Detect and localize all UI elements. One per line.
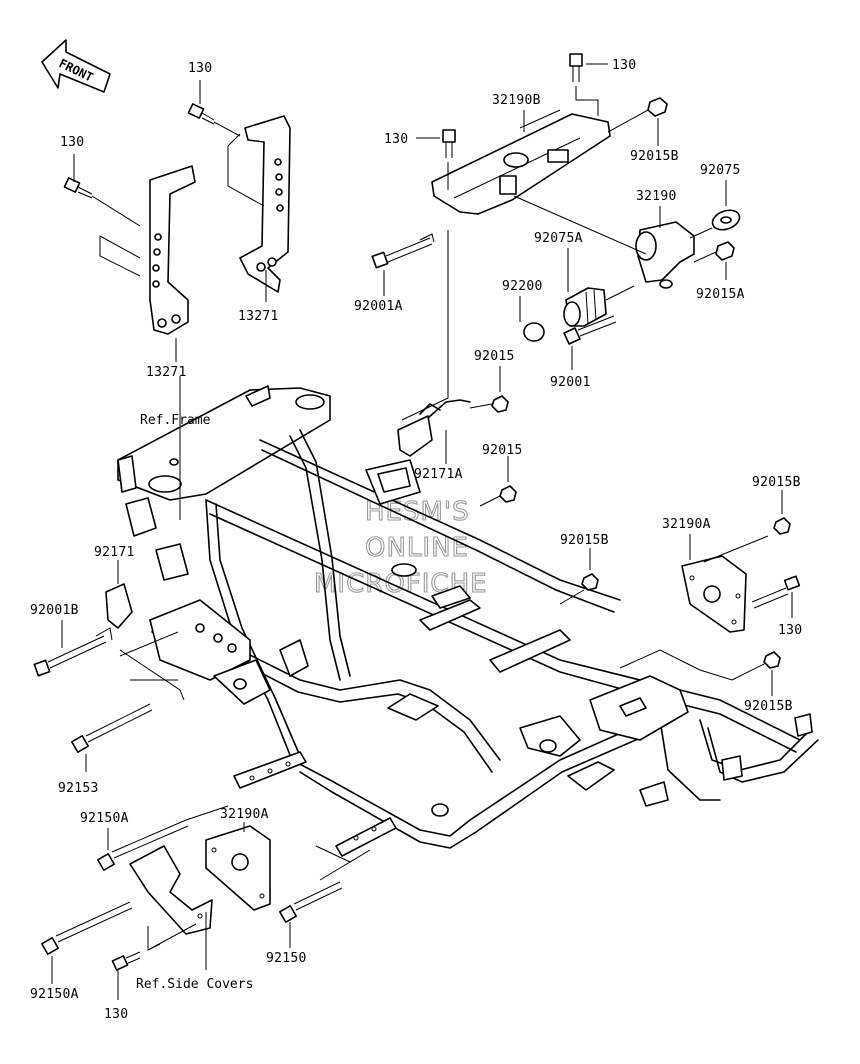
frame: [117, 385, 819, 857]
label-130: 130: [384, 132, 408, 147]
label-92150A: 92150A: [30, 987, 79, 1002]
label-92150: 92150: [266, 951, 307, 966]
clip-92171: [105, 583, 133, 629]
label-13271: 13271: [238, 309, 279, 324]
washer-92200: [523, 322, 545, 342]
bolt-130-right: [751, 575, 801, 609]
nut-92015A: [715, 241, 735, 261]
label-92200: 92200: [502, 279, 543, 294]
label-130: 130: [778, 623, 802, 638]
label-92001B: 92001B: [30, 603, 79, 618]
guard-bracket-left: [149, 165, 196, 335]
mount-bracket-32190B: [431, 109, 611, 215]
guard-bracket-right: [239, 115, 291, 293]
label-130: 130: [104, 1007, 128, 1022]
clip-92171A: [397, 399, 471, 457]
nut-92015-a: [491, 395, 509, 413]
bolt-92153: [71, 703, 153, 753]
label-ref-side-covers: Ref.Side Covers: [136, 977, 253, 992]
label-92171: 92171: [94, 545, 135, 560]
label-92015B: 92015B: [752, 475, 801, 490]
bolt-130-upper: [187, 103, 215, 125]
nut-92015B-lower: [763, 651, 781, 669]
bolt-130-mid: [442, 129, 456, 158]
label-13271: 13271: [146, 365, 187, 380]
label-92075A: 92075A: [534, 231, 583, 246]
bolt-130-bottom: [111, 951, 141, 971]
label-92001: 92001: [550, 375, 591, 390]
label-32190B: 32190B: [492, 93, 541, 108]
label-92001A: 92001A: [354, 299, 403, 314]
label-92075: 92075: [700, 163, 741, 178]
bolt-130-top-right: [569, 53, 583, 82]
nut-92015B-center: [581, 573, 599, 591]
bolt-92150A-lower: [41, 901, 133, 955]
label-130: 130: [60, 135, 84, 150]
label-92171A: 92171A: [414, 467, 463, 482]
label-32190A: 32190A: [662, 517, 711, 532]
label-32190A: 32190A: [220, 807, 269, 822]
bolt-130-left: [63, 177, 93, 199]
rubber-92075A: [563, 287, 607, 327]
front-arrow-icon: FRONT: [41, 39, 111, 93]
bolt-92001A: [371, 233, 435, 269]
svg-text:ONLINE: ONLINE: [365, 533, 469, 563]
bracket-32190A-lower: [129, 825, 271, 935]
label-ref-frame: Ref.Frame: [140, 413, 211, 428]
label-32190: 32190: [636, 189, 677, 204]
label-92150A: 92150A: [80, 811, 129, 826]
label-92153: 92153: [58, 781, 99, 796]
bolt-92150: [279, 881, 343, 923]
bolt-92001B: [33, 627, 113, 677]
label-92015B: 92015B: [560, 533, 609, 548]
label-92015A: 92015A: [696, 287, 745, 302]
label-92015: 92015: [474, 349, 515, 364]
nut-92015-b: [499, 485, 517, 503]
washer-92075: [711, 209, 741, 231]
nut-92015B-right: [773, 517, 791, 535]
nut-92015B-top: [647, 97, 668, 117]
bolt-92150A-upper: [97, 819, 189, 871]
plate-32190A-right: [681, 555, 747, 633]
bolt-92001: [563, 315, 617, 345]
label-130: 130: [188, 61, 212, 76]
mount-32190: [635, 221, 695, 289]
watermark: HESM'S ONLINE MICROFICHE: [313, 496, 487, 599]
label-130: 130: [612, 58, 636, 73]
label-92015: 92015: [482, 443, 523, 458]
label-92015B: 92015B: [630, 149, 679, 164]
label-92015B: 92015B: [744, 699, 793, 714]
